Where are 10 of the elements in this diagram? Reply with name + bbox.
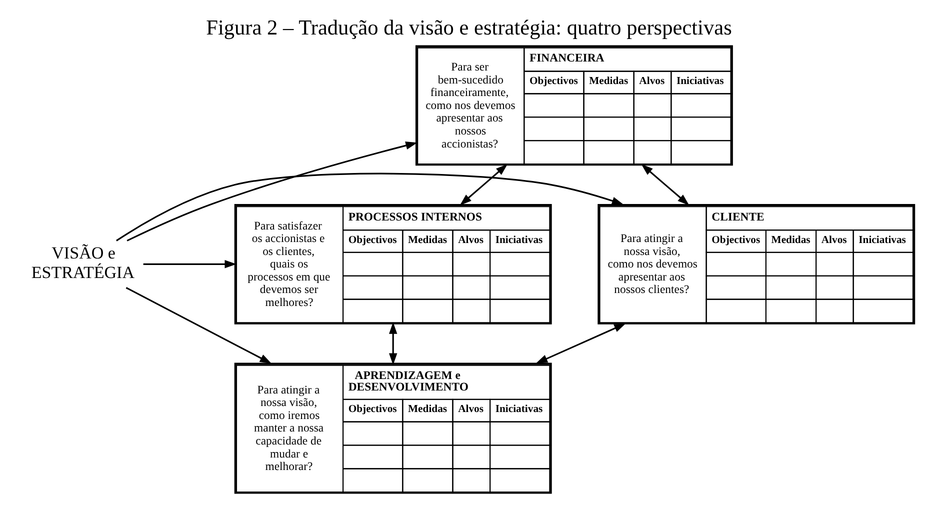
arrow [459,164,508,205]
arrow [535,322,626,364]
arrow [125,286,272,364]
node-text: VISÃO e ESTRATÉGIA [30,243,134,282]
diagram-title: Figura 2 – Tradução da visão e estratégia: quatro perspectivas [206,15,732,40]
arrow [116,172,624,241]
arrow [640,164,689,205]
arrow [126,141,417,241]
arrow [388,322,397,365]
arrow [142,260,236,268]
